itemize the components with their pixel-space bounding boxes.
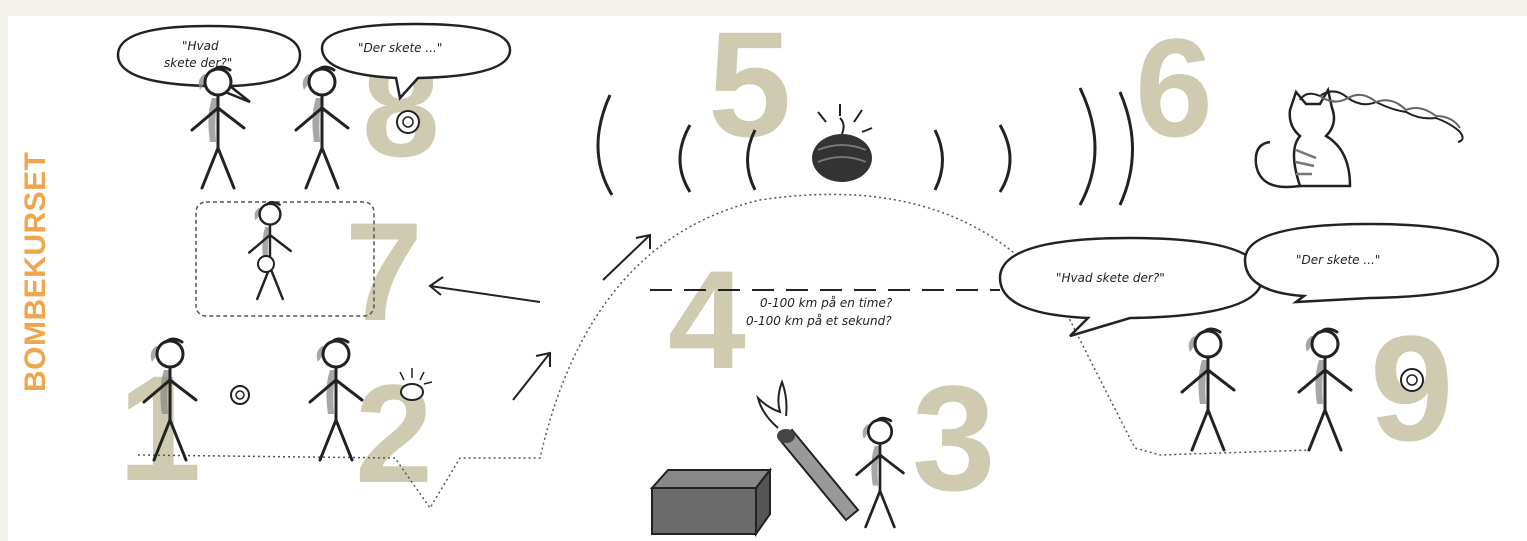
step-number-1: 1	[118, 344, 201, 512]
figure-9-left	[1182, 329, 1234, 450]
cat-drawing	[1256, 90, 1350, 187]
bomb-held-8	[397, 111, 419, 133]
bubble-text-right-right: "Der skete ..."	[1296, 253, 1380, 267]
arrow-4-to-5	[603, 235, 650, 280]
bubble-text-top-right: "Der skete ..."	[358, 41, 442, 55]
speed-question-line-1: 0-100 km på en time?	[760, 296, 893, 310]
arrow-2-to-4	[513, 353, 550, 400]
speech-bubble-right-left: "Hvad skete der?"	[1000, 238, 1262, 336]
bubble-text-top-left-1: "Hvad	[182, 39, 219, 53]
bomb-exploding	[812, 104, 872, 182]
step-number-7: 7	[345, 193, 423, 350]
figure-3	[857, 418, 904, 527]
bomb-held-9	[1401, 369, 1423, 391]
metal-box	[652, 470, 770, 534]
figure-8-right	[296, 67, 348, 188]
step-number-3: 3	[912, 354, 995, 522]
arrow-to-7	[430, 277, 540, 302]
speed-question-line-2: 0-100 km på et sekund?	[746, 314, 892, 328]
speech-bubble-right-right: "Der skete ..."	[1245, 224, 1498, 302]
figure-7	[249, 202, 291, 299]
bomb-held-7	[258, 256, 274, 272]
step-number-6: 6	[1135, 9, 1213, 166]
figure-9-right	[1299, 329, 1351, 450]
rocket-tube	[758, 382, 858, 520]
bubble-text-right-left: "Hvad skete der?"	[1056, 271, 1165, 285]
step-number-4: 4	[668, 241, 746, 398]
bomb-held-1	[231, 386, 249, 404]
